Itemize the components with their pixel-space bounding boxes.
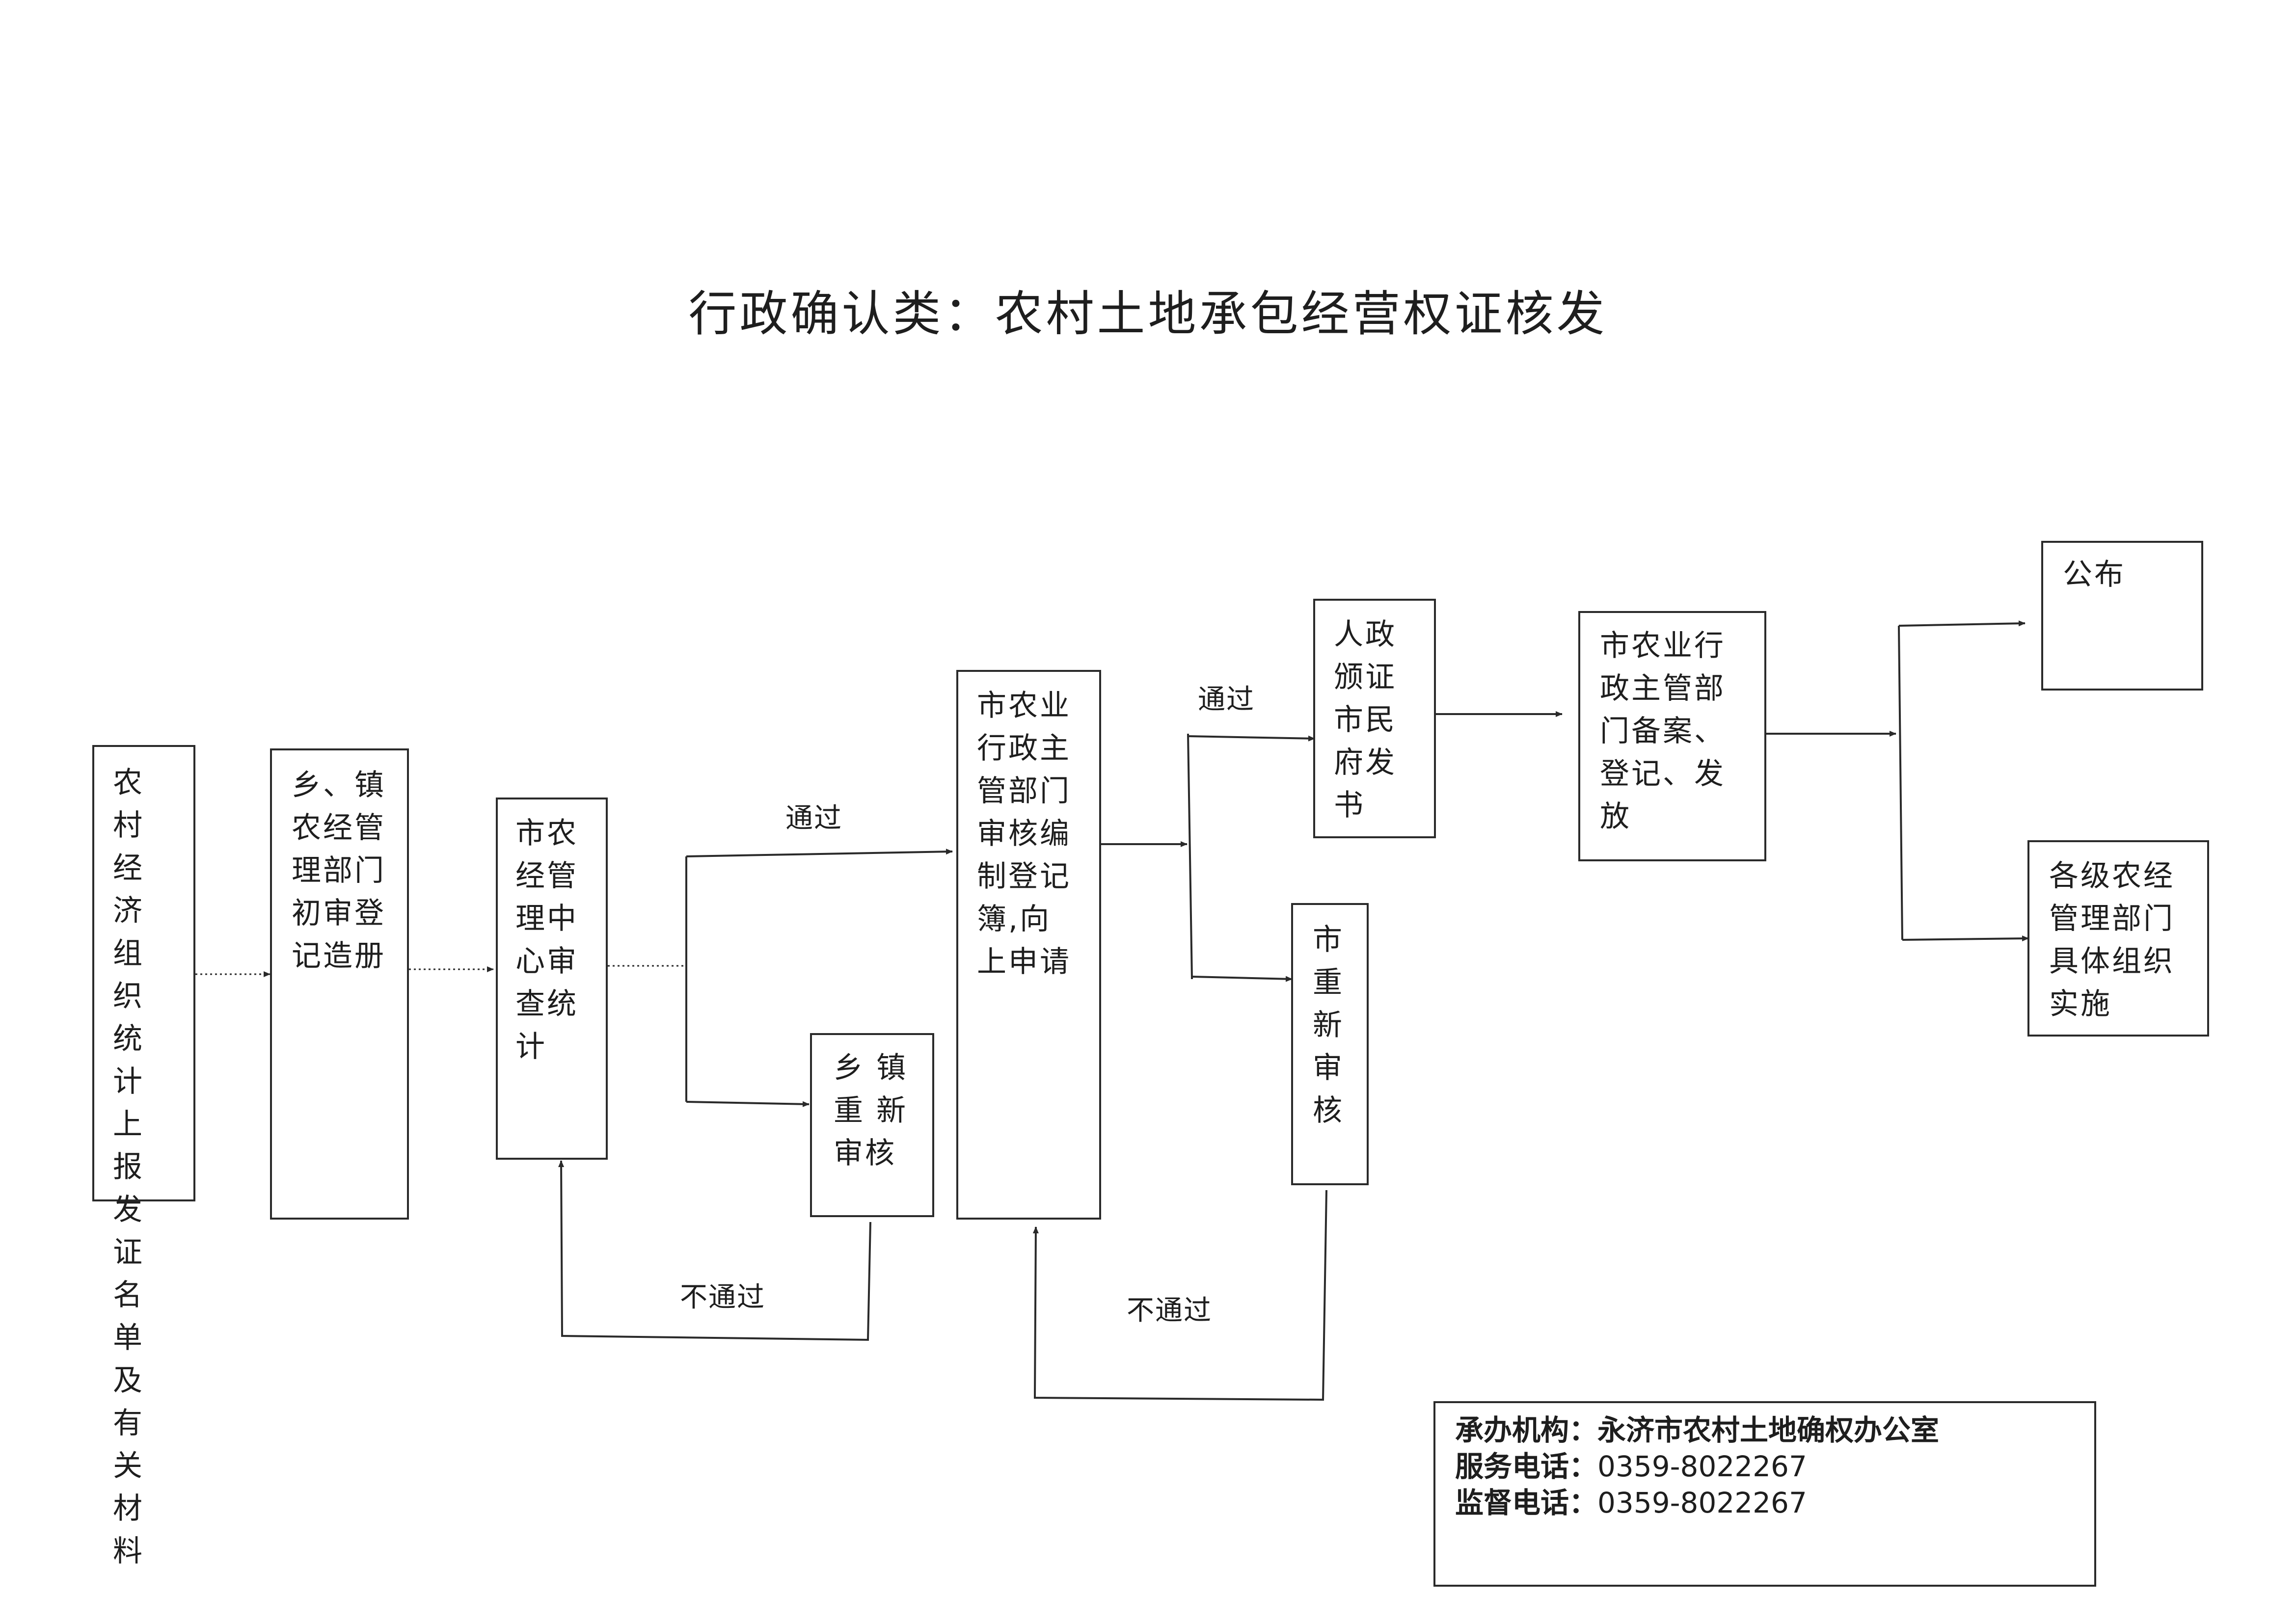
arrow-fail-to-city-rereview [1191,976,1293,982]
arrow-to-levels-implement [1902,935,2029,942]
supervise-phone-row: 监督电话：0359-8022267 [1455,1485,2075,1521]
node-township-review-label: 乡、镇农经管理部门初审登记造册 [292,768,386,973]
service-phone-value: 0359-8022267 [1597,1450,1807,1483]
arrow-township-rereview-back [558,1160,871,1341]
edge-label-fail-2: 不通过 [1127,1295,1212,1327]
node-township-rereview: 乡 镇重 新审核 [810,1033,934,1217]
edge-label-pass-1: 通过 [785,802,842,834]
node-city-agri-register-label: 市农业行政主管部门审核编制登记簿,向上申请 [977,689,1071,979]
node-city-agri-register: 市农业行政主管部门审核编制登记簿,向上申请 [956,670,1101,1220]
org-row: 承办机构：永济市农村土地确权办公室 [1455,1412,2075,1448]
node-publish: 公布 [2041,541,2203,691]
service-phone-label: 服务电话： [1455,1450,1598,1483]
contact-info-box: 承办机构：永济市农村土地确权办公室 服务电话：0359-8022267 监督电话… [1433,1401,2096,1587]
supervise-phone-label: 监督电话： [1455,1486,1598,1519]
arrow-to-publish [1898,620,2026,627]
node-city-agri-file: 市农业行政主管部门备案、登记、发放 [1578,611,1766,861]
node-village-report: 农村经济组织统计上报发证名单及有关材料 [92,745,195,1569]
node-city-center-review: 市农经管理中心审查统计 [496,798,608,1160]
org-value: 永济市农村土地确权办公室 [1597,1413,1940,1447]
org-label: 承办机构： [1455,1413,1598,1447]
node-levels-implement-label: 各级农经管理部门具体组织实施 [2049,859,2175,1021]
node-city-gov-issue-label: 人政颁证市民府发书 [1334,617,1397,823]
edge-label-fail-1: 不通过 [680,1281,765,1313]
node-city-gov-issue: 人政颁证市民府发书 [1313,599,1436,838]
node-city-center-review-label: 市农经管理中心审查统计 [515,816,578,1064]
arrow-city-rereview-back [1032,1190,1327,1401]
supervise-phone-value: 0359-8022267 [1597,1486,1807,1519]
arrow-pass-to-city-gov [1188,735,1315,742]
arrow-pass-to-city-agri [686,849,953,857]
node-levels-implement: 各级农经管理部门具体组织实施 [2027,840,2209,1037]
arrow-fail-to-township-rereview [686,1101,810,1107]
edge-label-pass-2: 通过 [1198,684,1255,716]
branch-3-vertical [1898,625,1903,940]
node-city-rereview: 市重新审核 [1291,903,1369,1185]
service-phone-row: 服务电话：0359-8022267 [1455,1448,2075,1485]
node-city-rereview-label: 市重新审核 [1313,923,1344,1128]
branch-2-vertical [1187,733,1193,980]
node-township-review: 乡、镇农经管理部门初审登记造册 [270,748,409,1220]
node-publish-label: 公布 [2063,558,2126,592]
node-township-rereview-label: 乡 镇重 新审核 [834,1051,908,1171]
page-title: 行政确认类：农村土地承包经营权证核发 [688,286,1608,342]
node-city-agri-file-label: 市农业行政主管部门备案、登记、发放 [1600,629,1726,834]
node-village-report-label: 农村经济组织统计上报发证名单及有关材料 [113,766,144,1569]
